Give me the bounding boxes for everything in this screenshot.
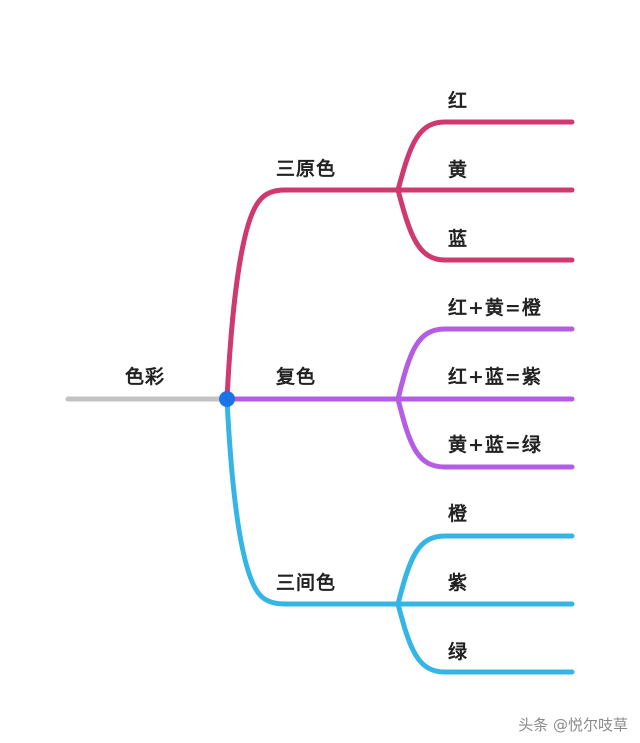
leaf-label-red-blue-purple: 红+蓝=紫 (448, 366, 542, 388)
leaf-label-green: 绿 (448, 641, 469, 663)
leaf-orange-connector (395, 533, 575, 607)
leaf-label-orange: 橙 (448, 503, 469, 525)
leaf-label-red: 红 (448, 90, 469, 112)
leaf-label-blue: 蓝 (448, 228, 469, 250)
root-node-dot (219, 391, 235, 407)
branch-label-tertiary: 三间色 (276, 572, 337, 594)
leaf-label-yellow-blue-green: 黄+蓝=绿 (448, 434, 542, 456)
watermark-text: 头条 @悦尔吱草 (518, 716, 628, 734)
leaf-label-red-yellow-orange: 红+黄=橙 (448, 297, 542, 319)
leaf-yellow-blue-green-connector (395, 396, 575, 470)
branch-primary-connector (224, 187, 401, 402)
branch-label-secondary: 复色 (276, 366, 317, 388)
leaf-red-connector (395, 119, 575, 193)
leaf-red-yellow-orange-connector (395, 326, 575, 402)
branch-tertiary-connector (224, 396, 401, 607)
leaf-green-connector (395, 601, 575, 675)
leaf-label-yellow: 黄 (448, 159, 469, 181)
root-label: 色彩 (125, 366, 166, 388)
leaf-label-purple: 紫 (448, 572, 469, 594)
leaf-blue-connector (395, 187, 575, 263)
branch-label-primary: 三原色 (276, 158, 337, 180)
